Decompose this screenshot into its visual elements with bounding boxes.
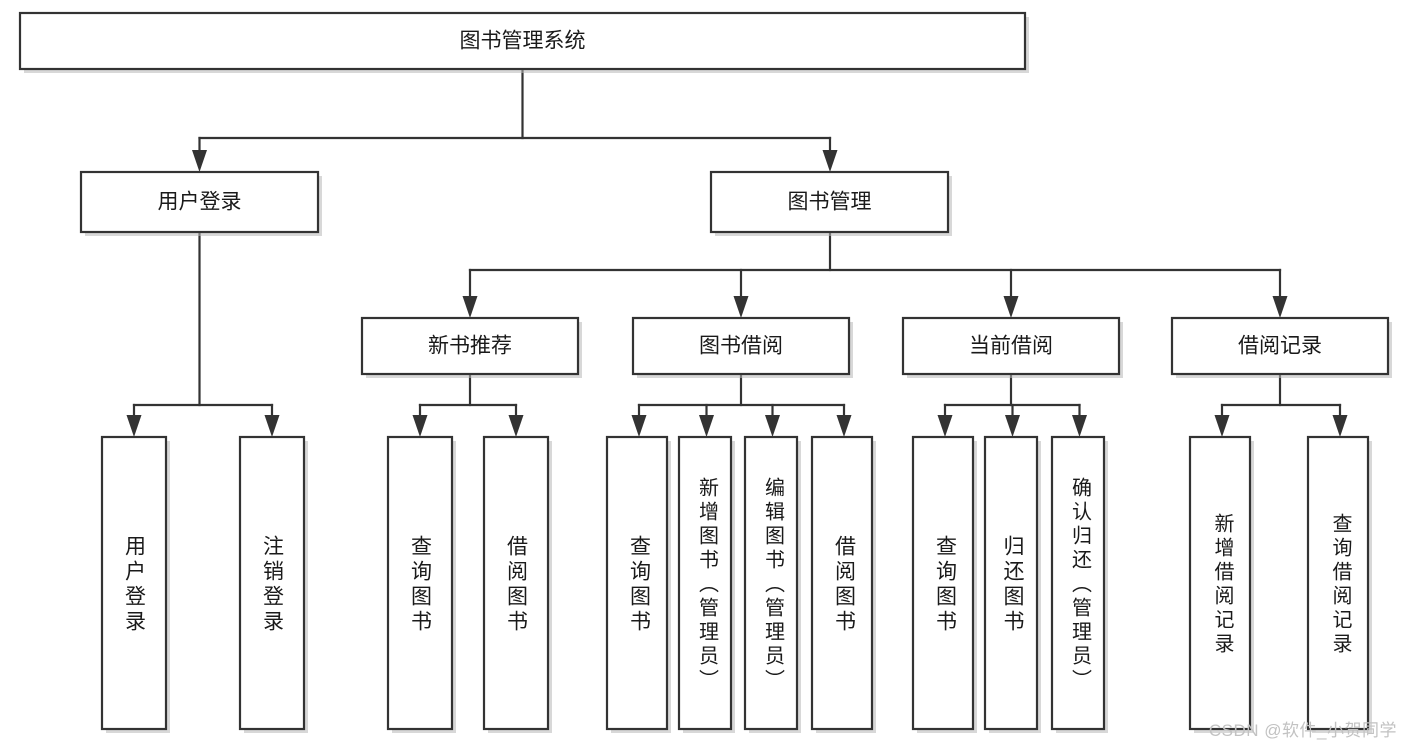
node-book-borrow-label: 图书借阅	[699, 335, 783, 358]
node-leaf-add-book-admin-box	[677, 435, 733, 731]
node-leaf-logout-login-box	[238, 435, 306, 731]
arrow-to-leaf-confirm-return-admin	[1072, 415, 1087, 437]
node-leaf-add-borrow-record-box	[1188, 435, 1252, 731]
node-root-box	[18, 11, 1027, 71]
node-book-manage-label: 图书管理	[788, 191, 872, 214]
arrow-to-leaf-query-book-1	[412, 415, 428, 437]
arrow-to-leaf-logout-login	[264, 415, 280, 437]
node-current-borrow-label: 当前借阅	[969, 335, 1053, 358]
arrow-to-book-manage	[822, 150, 838, 172]
node-leaf-borrow-book-2[interactable]	[810, 435, 876, 733]
node-leaf-add-book-admin[interactable]	[677, 435, 735, 733]
node-leaf-return-book-box	[983, 435, 1039, 731]
arrow-to-leaf-add-borrow-record	[1214, 415, 1230, 437]
node-root-label: 图书管理系统	[460, 30, 586, 53]
node-leaf-query-book-1-box	[386, 435, 454, 731]
node-current-borrow[interactable]: 当前借阅	[901, 316, 1123, 378]
node-new-book-recommend-label: 新书推荐	[428, 335, 512, 358]
node-leaf-query-book-2-box	[605, 435, 669, 731]
arrow-to-leaf-user-login	[126, 415, 142, 437]
node-current-borrow-box	[901, 316, 1121, 376]
node-book-manage-box	[709, 170, 950, 234]
arrow-to-leaf-borrow-book-2	[836, 415, 852, 437]
node-leaf-logout-login[interactable]	[238, 435, 308, 733]
node-borrow-record-box	[1170, 316, 1390, 376]
node-leaf-borrow-book-2-box	[810, 435, 874, 731]
node-leaf-add-borrow-record[interactable]	[1188, 435, 1254, 733]
node-leaf-return-book[interactable]	[983, 435, 1041, 733]
connector-layer	[126, 67, 1348, 437]
node-leaf-edit-book-admin[interactable]	[743, 435, 801, 733]
node-book-manage[interactable]: 图书管理	[709, 170, 952, 236]
arrow-to-leaf-query-book-3	[937, 415, 953, 437]
arrow-to-book-borrow	[733, 296, 749, 318]
leaf-node-layer	[100, 435, 1372, 733]
arrow-to-leaf-query-book-2	[631, 415, 647, 437]
arrow-to-leaf-borrow-book-1	[508, 415, 524, 437]
arrow-to-user-login	[192, 150, 207, 172]
arrow-to-leaf-add-book-admin	[699, 415, 714, 437]
node-leaf-query-book-3[interactable]	[911, 435, 977, 733]
node-book-borrow-box	[631, 316, 851, 376]
node-leaf-confirm-return-admin-box	[1050, 435, 1106, 731]
arrow-to-borrow-record	[1272, 296, 1288, 318]
arrow-to-current-borrow	[1003, 296, 1019, 318]
node-leaf-edit-book-admin-box	[743, 435, 799, 731]
node-leaf-confirm-return-admin[interactable]	[1050, 435, 1108, 733]
watermark-text: CSDN @软件_小贺同学	[1208, 721, 1397, 740]
arrow-to-new-book-recommend	[462, 296, 478, 318]
node-user-login-label: 用户登录	[158, 191, 242, 214]
node-leaf-query-borrow-record-box	[1306, 435, 1370, 731]
node-borrow-record-label: 借阅记录	[1238, 335, 1322, 358]
node-book-borrow[interactable]: 图书借阅	[631, 316, 853, 378]
node-leaf-query-book-2[interactable]	[605, 435, 671, 733]
node-leaf-user-login-box	[100, 435, 168, 731]
arrow-to-leaf-query-borrow-record	[1332, 415, 1348, 437]
node-leaf-query-borrow-record[interactable]	[1306, 435, 1372, 733]
node-new-book-recommend[interactable]: 新书推荐	[360, 316, 582, 378]
node-leaf-user-login[interactable]	[100, 435, 170, 733]
node-new-book-recommend-box	[360, 316, 580, 376]
arrow-to-leaf-edit-book-admin	[765, 415, 780, 437]
node-leaf-query-book-3-box	[911, 435, 975, 731]
arrow-to-leaf-return-book	[1005, 415, 1020, 437]
node-root[interactable]: 图书管理系统	[18, 11, 1029, 73]
node-leaf-query-book-1[interactable]	[386, 435, 456, 733]
node-user-login[interactable]: 用户登录	[79, 170, 322, 236]
node-borrow-record[interactable]: 借阅记录	[1170, 316, 1392, 378]
node-user-login-box	[79, 170, 320, 234]
node-leaf-borrow-book-1-box	[482, 435, 550, 731]
node-leaf-borrow-book-1[interactable]	[482, 435, 552, 733]
